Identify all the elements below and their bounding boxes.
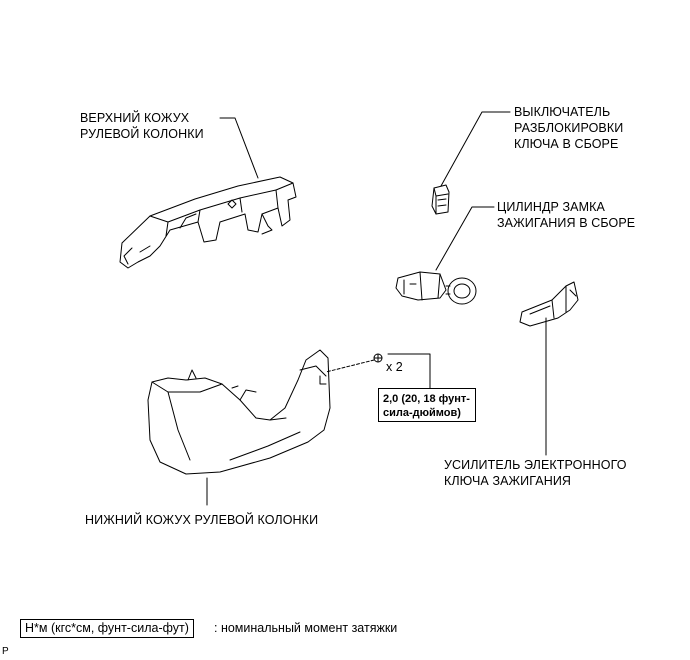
screw-quantity: x 2	[386, 360, 403, 374]
screw-part	[373, 353, 383, 363]
key-amplifier-part	[519, 281, 579, 327]
leader-torque	[387, 353, 431, 389]
leader-unlock-switch	[440, 111, 511, 187]
leader-ignition-cylinder	[435, 206, 495, 271]
leader-upper-cover	[219, 117, 259, 179]
figure-code: P	[2, 646, 9, 657]
label-unlock-switch: ВЫКЛЮЧАТЕЛЬ РАЗБЛОКИРОВКИ КЛЮЧА В СБОРЕ	[514, 105, 624, 151]
legend-description: : номинальный момент затяжки	[214, 621, 398, 635]
lower-column-cover	[147, 349, 331, 475]
label-lower-cover: НИЖНИЙ КОЖУХ РУЛЕВОЙ КОЛОНКИ	[85, 513, 319, 527]
legend-units-box: Н*м (кгс*см, фунт-сила-фут)	[20, 619, 194, 638]
label-key-amplifier: УСИЛИТЕЛЬ ЭЛЕКТРОННОГО КЛЮЧА ЗАЖИГАНИЯ	[444, 458, 627, 488]
torque-spec-box: 2,0 (20, 18 фунт- сила-дюймов)	[378, 388, 476, 422]
screw-axis-dashed	[325, 359, 375, 373]
ignition-cylinder-part	[395, 271, 477, 305]
unlock-switch-part	[431, 184, 450, 215]
label-upper-cover: ВЕРХНИЙ КОЖУХ РУЛЕВОЙ КОЛОНКИ	[80, 111, 204, 141]
upper-column-cover	[119, 176, 297, 269]
label-ignition-cylinder: ЦИЛИНДР ЗАМКА ЗАЖИГАНИЯ В СБОРЕ	[497, 200, 636, 230]
